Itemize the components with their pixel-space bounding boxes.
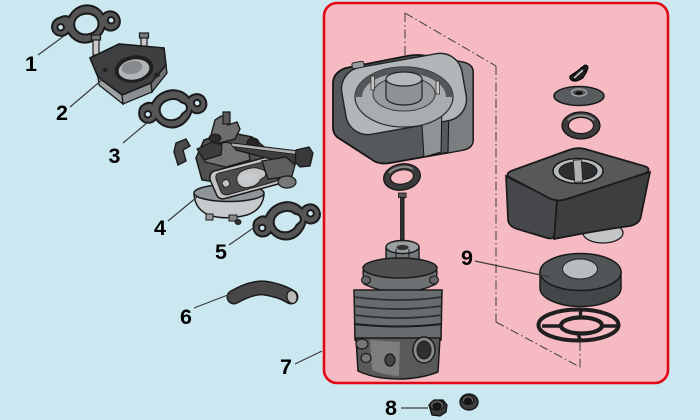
svg-text:8: 8 xyxy=(385,396,397,420)
svg-text:1: 1 xyxy=(25,52,37,76)
svg-text:9: 9 xyxy=(461,246,473,270)
svg-text:2: 2 xyxy=(56,101,68,125)
svg-text:3: 3 xyxy=(109,144,121,168)
svg-text:7: 7 xyxy=(280,355,292,379)
svg-text:6: 6 xyxy=(180,305,192,329)
svg-text:4: 4 xyxy=(154,216,166,240)
svg-text:5: 5 xyxy=(215,240,227,264)
